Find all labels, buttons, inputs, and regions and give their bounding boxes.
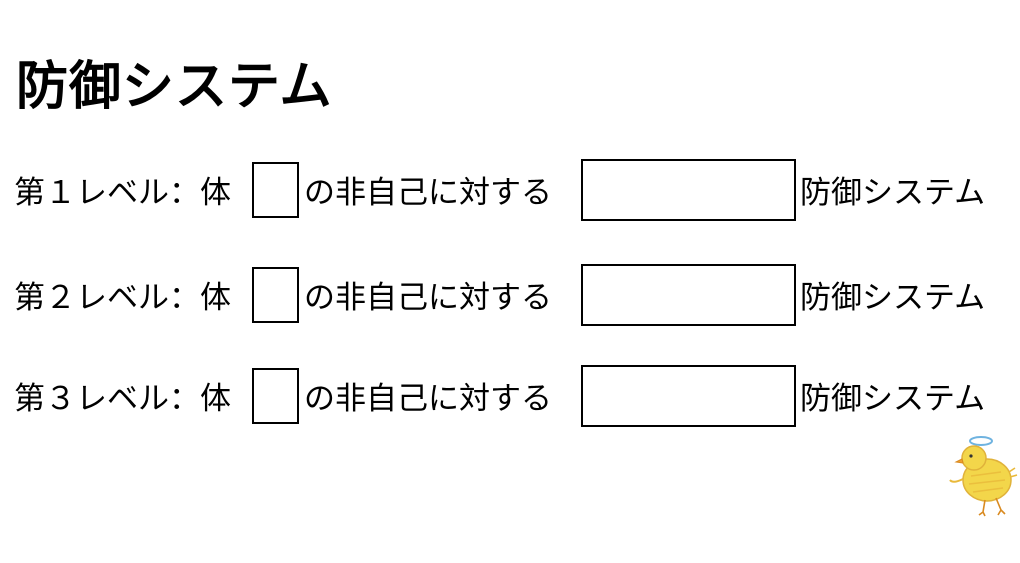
level-row-3: 第３レベル：体 の非自己に対する 防御システム [14,365,1014,430]
level-label: 第２レベル：体 [14,280,231,316]
level-trailing-text: 防御システム [800,175,986,211]
level-row-2: 第２レベル：体 の非自己に対する 防御システム [14,264,1014,329]
level-trailing-text: 防御システム [800,280,986,316]
blank-box-long [581,264,796,326]
chick-illustration-icon [941,432,1019,520]
level-middle-text: の非自己に対する [304,381,552,417]
blank-box-long [581,159,796,221]
blank-box-short [252,267,299,323]
blank-box-short [252,162,299,218]
level-middle-text: の非自己に対する [304,175,552,211]
level-row-1: 第１レベル：体 の非自己に対する 防御システム [14,159,1014,224]
level-trailing-text: 防御システム [800,381,986,417]
blank-box-long [581,365,796,427]
page-title: 防御システム [16,57,333,117]
level-label: 第１レベル：体 [14,175,231,211]
level-label: 第３レベル：体 [14,381,231,417]
blank-box-short [252,368,299,424]
level-middle-text: の非自己に対する [304,280,552,316]
